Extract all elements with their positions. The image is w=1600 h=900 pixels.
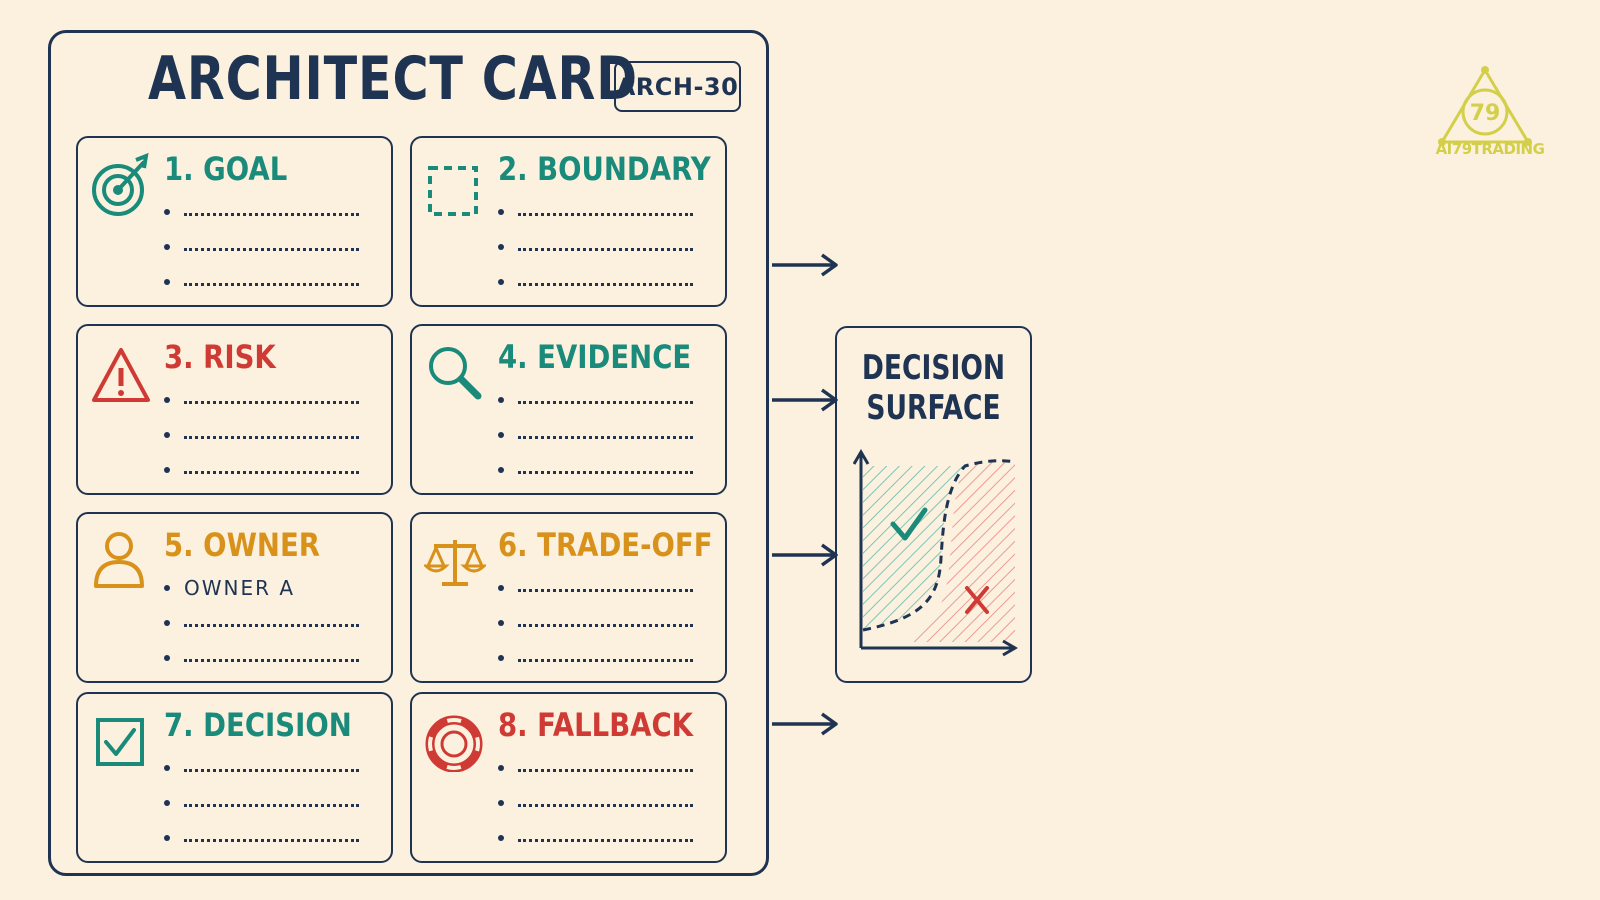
arrow-right-icon xyxy=(772,253,838,277)
bullet-list: OWNER A xyxy=(164,570,359,675)
bullet-item xyxy=(164,382,359,417)
checkbox-icon xyxy=(90,706,148,768)
bullet-item xyxy=(164,194,359,229)
bullet-item xyxy=(164,229,359,264)
bullet-list xyxy=(498,194,693,299)
bullet-list xyxy=(498,750,693,855)
card-title: ARCHITECT CARD xyxy=(148,44,638,114)
balance-scale-icon xyxy=(422,526,488,588)
bullet-item xyxy=(164,785,359,820)
decision-surface-panel: DECISION SURFACE xyxy=(835,326,1032,683)
section-title: 5. OWNER xyxy=(164,526,320,564)
bullet-item: OWNER A xyxy=(164,570,359,605)
bullet-item xyxy=(164,605,359,640)
bullet-list xyxy=(164,750,359,855)
section-title: 2. BOUNDARY xyxy=(498,150,711,188)
bullet-list xyxy=(164,194,359,299)
arrow-right-icon xyxy=(772,388,838,412)
bullet-item xyxy=(498,264,693,299)
section-title: 3. RISK xyxy=(164,338,276,376)
bullet-item xyxy=(164,820,359,855)
bullet-item xyxy=(498,605,693,640)
bullet-item xyxy=(498,785,693,820)
bullet-item xyxy=(498,417,693,452)
section-title: 1. GOAL xyxy=(164,150,288,188)
magnifier-icon xyxy=(424,338,482,400)
bullet-item xyxy=(498,194,693,229)
warning-triangle-icon xyxy=(90,338,150,402)
bullet-list xyxy=(498,570,693,675)
bullet-list xyxy=(498,382,693,487)
section-title: 4. EVIDENCE xyxy=(498,338,692,376)
arrow-right-icon xyxy=(772,543,838,567)
person-icon xyxy=(90,526,148,588)
bullet-item xyxy=(164,640,359,675)
lifebuoy-icon xyxy=(424,706,483,773)
bullet-item xyxy=(498,750,693,785)
bullet-list xyxy=(164,382,359,487)
bullet-item xyxy=(164,264,359,299)
bullet-item xyxy=(498,452,693,487)
target-icon xyxy=(90,150,149,216)
section-title: 7. DECISION xyxy=(164,706,352,744)
decision-surface-title-line1: DECISION xyxy=(861,348,1006,388)
section-boundary: 2. BOUNDARY xyxy=(410,136,727,307)
bullet-item xyxy=(498,229,693,264)
logo-badge: 79 xyxy=(1470,101,1501,126)
brand-logo-icon: 79 xyxy=(1438,66,1532,146)
cross-icon xyxy=(965,586,989,614)
bullet-item xyxy=(498,570,693,605)
section-decision: 7. DECISION xyxy=(76,692,393,863)
architect-card xyxy=(48,30,769,876)
section-title: 8. FALLBACK xyxy=(498,706,693,744)
decision-surface-plot xyxy=(853,449,1018,657)
card-code-badge: ARCH-30 xyxy=(614,61,741,112)
section-fallback: 8. FALLBACK xyxy=(410,692,727,863)
bullet-item xyxy=(498,820,693,855)
section-title: 6. TRADE-OFF xyxy=(498,526,713,564)
bullet-item xyxy=(164,452,359,487)
bullet-item xyxy=(498,382,693,417)
decision-surface-title-line2: SURFACE xyxy=(866,388,1001,428)
bullet-item xyxy=(164,750,359,785)
arrow-right-icon xyxy=(772,712,838,736)
section-evidence: 4. EVIDENCE xyxy=(410,324,727,495)
section-trade-off: 6. TRADE-OFF xyxy=(410,512,727,683)
section-goal: 1. GOAL xyxy=(76,136,393,307)
bullet-item xyxy=(498,640,693,675)
section-risk: 3. RISK xyxy=(76,324,393,495)
check-icon xyxy=(890,507,928,541)
bullet-text: OWNER A xyxy=(184,575,296,600)
bullet-item xyxy=(164,417,359,452)
section-owner: 5. OWNER OWNER A xyxy=(76,512,393,683)
dashed-square-icon xyxy=(424,150,482,216)
brand-logo-text: AI79TRADING xyxy=(1435,140,1545,158)
